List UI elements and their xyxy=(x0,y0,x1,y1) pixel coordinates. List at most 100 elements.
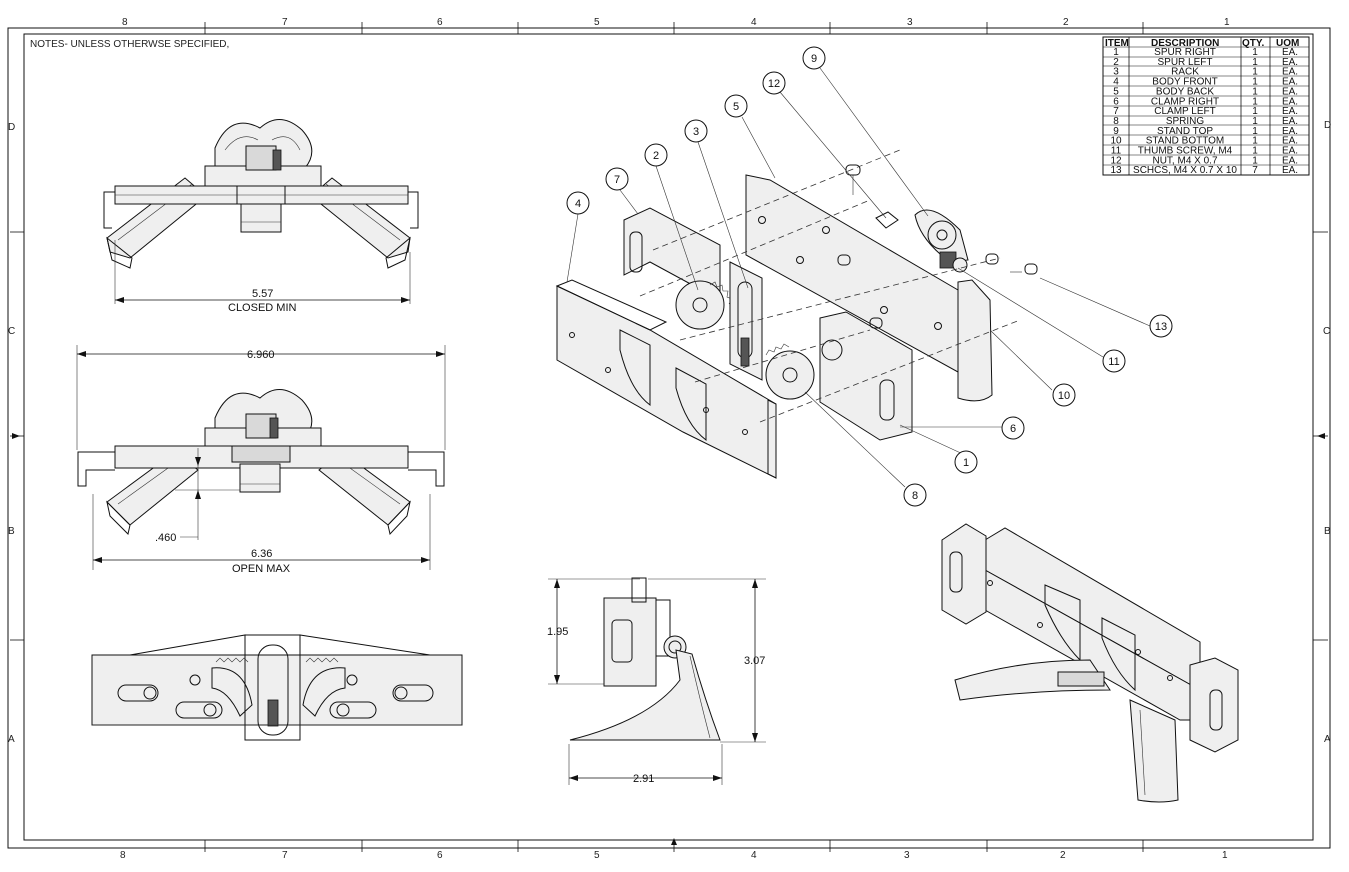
dim-overall-width: 6.960 xyxy=(247,349,275,361)
zone-bottom-8: 8 xyxy=(120,850,126,861)
svg-text:7: 7 xyxy=(614,174,620,186)
zone-right-A: A xyxy=(1324,734,1331,745)
zone-bottom-3: 3 xyxy=(904,850,910,861)
balloon-10: 10 xyxy=(1052,383,1076,407)
balloon-1: 1 xyxy=(954,450,978,474)
balloon-9: 9 xyxy=(802,46,826,70)
dim-height-small: 1.95 xyxy=(547,626,568,638)
bom-cell-qty: 1 xyxy=(1252,57,1258,68)
bom-header-description: DESCRIPTION xyxy=(1151,38,1219,49)
bom-cell-item: 12 xyxy=(1110,155,1122,166)
view-side xyxy=(569,577,721,741)
svg-text:8: 8 xyxy=(912,490,918,502)
bom-cell-desc: SCHCS, M4 X 0.7 X 10 xyxy=(1133,165,1237,176)
balloon-13: 13 xyxy=(1149,314,1173,338)
zone-bottom-1: 1 xyxy=(1222,850,1228,861)
zone-right-B: B xyxy=(1324,526,1331,537)
svg-text:11: 11 xyxy=(1108,356,1119,368)
zone-bottom-6: 6 xyxy=(437,850,443,861)
view-assembled xyxy=(941,523,1239,803)
bom-cell-uom: EA. xyxy=(1282,86,1298,97)
bom-cell-qty: 1 xyxy=(1252,47,1258,58)
bom-cell-uom: EA. xyxy=(1282,96,1298,107)
svg-text:6: 6 xyxy=(1010,423,1016,435)
bom-header-item: ITEM xyxy=(1105,38,1129,49)
svg-text:9: 9 xyxy=(811,53,817,65)
balloon-5: 5 xyxy=(724,94,748,118)
zone-top-7: 7 xyxy=(282,17,288,28)
zone-labels-bottom: 8 7 6 5 4 3 2 1 xyxy=(120,850,1228,861)
zone-bottom-5: 5 xyxy=(594,850,600,861)
zone-bottom-2: 2 xyxy=(1060,850,1066,861)
bom-cell-qty: 7 xyxy=(1252,165,1258,176)
svg-text:4: 4 xyxy=(575,198,581,210)
bom-cell-desc: SPUR RIGHT xyxy=(1154,47,1216,58)
bom-cell-desc: THUMB SCREW, M4 xyxy=(1138,146,1233,157)
bom-cell-uom: EA. xyxy=(1282,126,1298,137)
view-front xyxy=(91,634,463,741)
bom-cell-qty: 1 xyxy=(1252,136,1258,147)
dim-open-max: 6.36 OPEN MAX xyxy=(92,494,431,575)
zone-bottom-7: 7 xyxy=(282,850,288,861)
bom-cell-item: 2 xyxy=(1113,57,1119,68)
bom-cell-item: 6 xyxy=(1113,96,1119,107)
screw-group xyxy=(837,164,1038,329)
svg-text:12: 12 xyxy=(768,78,780,90)
dim-offset: .460 xyxy=(155,448,240,544)
zone-top-3: 3 xyxy=(907,17,913,28)
bom-cell-qty: 1 xyxy=(1252,155,1258,166)
bom-cell-desc: SPRING xyxy=(1166,116,1205,127)
zone-left-D: D xyxy=(8,122,15,133)
balloon-12: 12 xyxy=(762,71,786,95)
bom-cell-item: 10 xyxy=(1110,136,1122,147)
svg-text:1: 1 xyxy=(963,457,969,469)
bom-cell-uom: EA. xyxy=(1282,47,1298,58)
bom-cell-uom: EA. xyxy=(1282,77,1298,88)
dim-side: 1.95 3.07 2.91 xyxy=(547,578,766,785)
zone-left-C: C xyxy=(8,326,15,337)
bom-cell-desc: STAND TOP xyxy=(1157,126,1213,137)
bom-cell-desc: CLAMP RIGHT xyxy=(1151,96,1219,107)
view-top-closed xyxy=(103,119,419,269)
zone-labels-right: D C B A xyxy=(1323,120,1331,745)
balloon-7: 7 xyxy=(605,167,629,191)
bom-cell-desc: SPUR LEFT xyxy=(1157,57,1212,68)
svg-text:13: 13 xyxy=(1155,321,1167,333)
svg-text:10: 10 xyxy=(1058,390,1070,402)
bom-cell-uom: EA. xyxy=(1282,155,1298,166)
zone-left-B: B xyxy=(8,526,15,537)
bom-cell-uom: EA. xyxy=(1282,67,1298,78)
svg-text:3: 3 xyxy=(693,126,699,138)
bom-cell-item: 3 xyxy=(1113,67,1119,78)
bom-cell-uom: EA. xyxy=(1282,57,1298,68)
inner-border xyxy=(23,33,1314,841)
bom-cell-item: 9 xyxy=(1113,126,1119,137)
outer-border xyxy=(7,27,1331,849)
dim-closed-min: 5.57 CLOSED MIN xyxy=(114,240,411,314)
bom-cell-qty: 1 xyxy=(1252,126,1258,137)
dim-depth: 2.91 xyxy=(633,773,654,785)
bom-cell-item: 4 xyxy=(1113,77,1119,88)
zone-right-D: D xyxy=(1324,120,1331,131)
zone-right-C: C xyxy=(1323,326,1330,337)
bom-cell-item: 8 xyxy=(1113,116,1119,127)
dim-closed-min-value: 5.57 xyxy=(252,288,273,300)
bom-cell-item: 5 xyxy=(1113,86,1119,97)
bom-cell-uom: EA. xyxy=(1282,116,1298,127)
zone-top-4: 4 xyxy=(751,17,757,28)
zone-labels-left: D C B A xyxy=(8,122,15,745)
bom-cell-uom: EA. xyxy=(1282,146,1298,157)
bom-cell-uom: EA. xyxy=(1282,106,1298,117)
bom-cell-desc: BODY FRONT xyxy=(1152,77,1217,88)
zone-top-6: 6 xyxy=(437,17,443,28)
zone-labels-top: 8 7 6 5 4 3 2 1 xyxy=(122,17,1230,28)
dim-height-total: 3.07 xyxy=(744,655,765,667)
zone-top-2: 2 xyxy=(1063,17,1069,28)
balloon-callouts: 1 2 3 4 5 6 7 8 9 10 11 12 13 xyxy=(566,46,1173,507)
zone-top-5: 5 xyxy=(594,17,600,28)
balloon-6: 6 xyxy=(1001,416,1025,440)
balloon-11: 11 xyxy=(1102,349,1126,373)
zone-top-1: 1 xyxy=(1224,17,1230,28)
bom-cell-uom: EA. xyxy=(1282,165,1298,176)
